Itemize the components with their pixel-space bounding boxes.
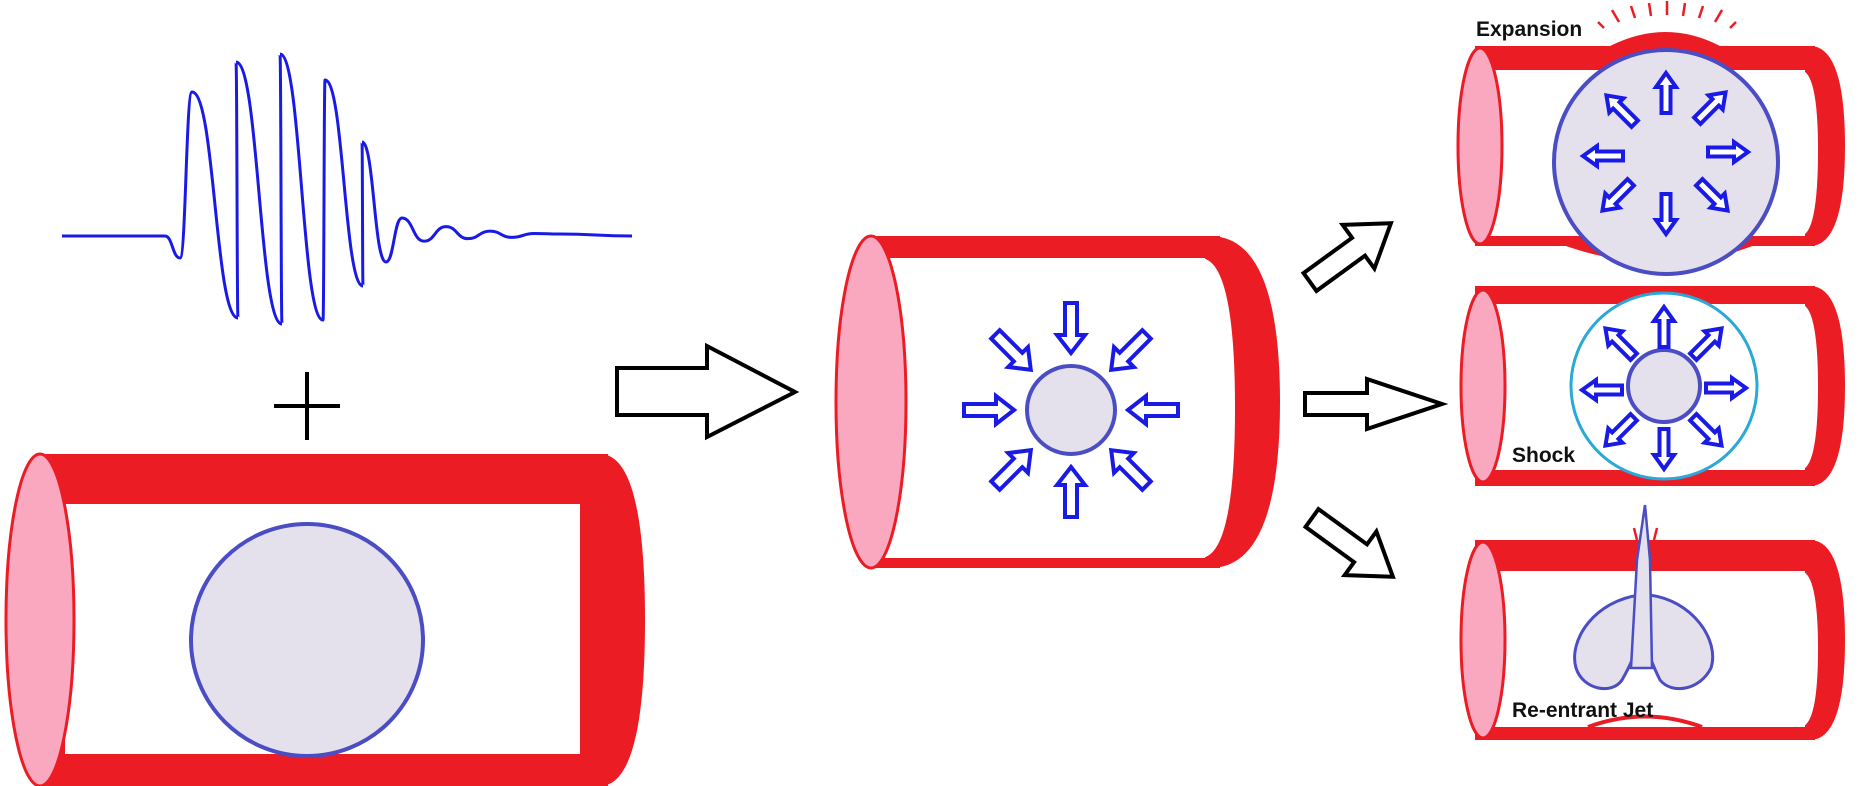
blood-vessel-large: [4, 452, 645, 786]
liquid-jet: [1629, 504, 1654, 670]
expansion-label: Expansion: [1476, 18, 1582, 41]
vibration-marks: [1597, 1, 1737, 29]
jet-rupture-marks: [1631, 527, 1660, 551]
plus-icon: [274, 372, 340, 440]
vessel-opening: [1459, 288, 1507, 484]
outcome-expansion: Expansion: [1456, 1, 1845, 276]
process-arrow-reentrant-jet: [1302, 506, 1396, 579]
outcome-shock: Shock: [1459, 286, 1845, 486]
reentrant-jet-label: Re-entrant Jet: [1512, 699, 1653, 722]
microbubble: [189, 522, 425, 758]
vessel-opening: [1456, 46, 1504, 246]
ultrasound-pulse: [62, 52, 633, 326]
outcome-reentrant-jet: Re-entrant Jet: [1459, 504, 1845, 740]
vessel-opening: [1459, 540, 1507, 740]
microbubble-compressed: [1025, 364, 1117, 456]
microbubble-collapsed: [1626, 348, 1702, 424]
process-arrow-main: [615, 342, 800, 441]
process-arrow-expansion: [1300, 221, 1394, 294]
blood-vessel-insonated: [834, 234, 1280, 570]
vessel-opening: [4, 452, 76, 786]
shock-label: Shock: [1512, 444, 1575, 467]
process-arrow-shock: [1303, 376, 1449, 432]
vessel-opening: [834, 234, 908, 570]
ultrasound-waveform: [62, 52, 633, 326]
